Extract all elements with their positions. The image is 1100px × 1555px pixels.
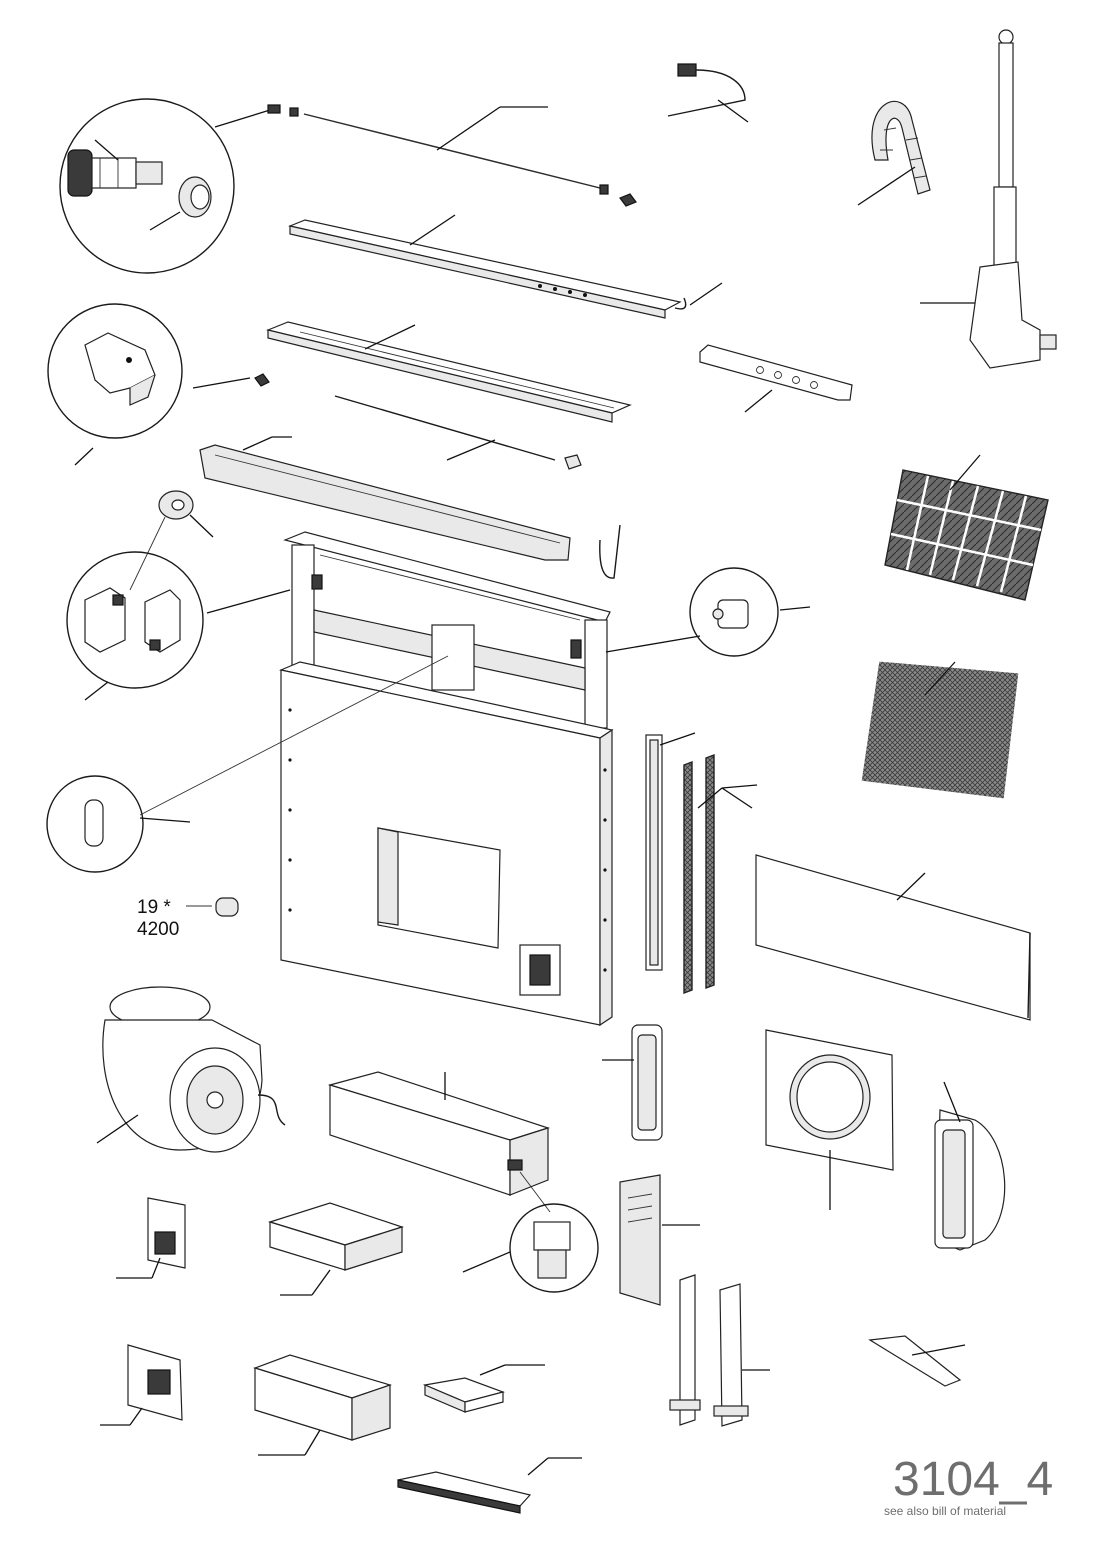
support-legs (669, 1274, 770, 1427)
bushing-part (178, 176, 212, 218)
manual-booklet (619, 1174, 700, 1306)
control-panel (287, 214, 723, 319)
detail-circle-corner-bracket (66, 551, 291, 701)
detail-circle-motor (689, 567, 811, 657)
back-panel (755, 854, 1031, 1021)
detail-circle-pin (46, 655, 449, 873)
mounting-clip (868, 1335, 966, 1387)
slider-rail (645, 732, 696, 971)
pcb-small-1 (116, 1197, 186, 1279)
blower-fan (96, 986, 286, 1153)
cable-chain (857, 100, 931, 206)
cable-connector (667, 63, 749, 123)
sheet-number: 3104_4 (893, 1453, 1053, 1506)
lift-frame (283, 524, 701, 729)
vent-grille (602, 1024, 663, 1141)
power-supply (253, 1354, 392, 1456)
bracket-plate (699, 344, 853, 413)
pcb-small-2 (100, 1344, 183, 1426)
callout-qty: 19 * (137, 897, 171, 918)
gear-shaft-part (67, 149, 163, 197)
sheet-label: 3104_4 see also bill of material (884, 1453, 1053, 1518)
transformer (422, 1364, 545, 1413)
inner-frame (266, 321, 632, 423)
seal-strips (683, 753, 758, 995)
duct-elbow (934, 1081, 1006, 1251)
control-box (267, 1202, 404, 1296)
carbon-filter (858, 658, 1022, 802)
light-bar (334, 395, 582, 470)
front-trim (199, 436, 571, 561)
grease-filter (884, 454, 1049, 601)
grommet (129, 490, 214, 591)
callout-code: 4200 (137, 919, 179, 940)
detail-circle-switch (462, 1203, 599, 1293)
detail-circle-clip (47, 303, 270, 466)
callout-19-4200: 19 * 4200 (137, 897, 239, 940)
electronics-box (327, 1071, 551, 1213)
sheet-note: see also bill of material (884, 1504, 1006, 1518)
drive-rod (267, 104, 637, 207)
linear-actuator (920, 29, 1057, 369)
ballast (397, 1457, 582, 1514)
adapter-plate (765, 1029, 894, 1210)
detail-circle-gear-shaft (59, 98, 271, 274)
main-housing (279, 661, 614, 1027)
